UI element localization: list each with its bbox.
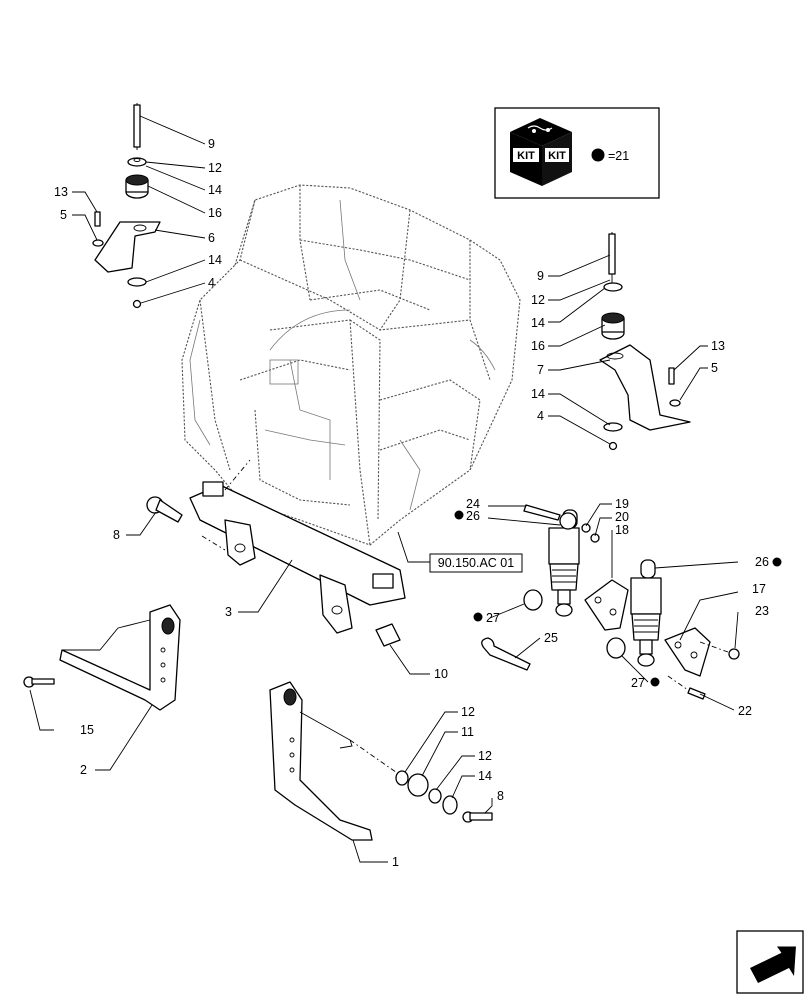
callout-8a: 8	[113, 528, 120, 542]
callout-19: 19	[615, 497, 629, 511]
kit-dot-27a	[473, 612, 483, 622]
callout-13a: 13	[54, 185, 68, 199]
callout-23: 23	[755, 604, 769, 618]
callout-14d: 14	[531, 387, 545, 401]
bracket-6	[94, 221, 161, 273]
reference-label[interactable]: 90.150.AC 01	[438, 556, 514, 570]
callout-7: 7	[537, 363, 544, 377]
callout-12a: 12	[208, 161, 222, 175]
kit-dot-26a	[454, 510, 464, 520]
pad-10	[375, 623, 401, 647]
front-bracket-1	[269, 681, 401, 841]
side-bracket-2	[23, 604, 181, 711]
callout-17: 17	[752, 582, 766, 596]
callout-4b: 4	[537, 409, 544, 423]
shock-absorber-left	[548, 509, 580, 617]
callout-12d: 12	[478, 749, 492, 763]
callout-8b: 8	[497, 789, 504, 803]
callout-16b: 16	[531, 339, 545, 353]
kit-text-right: KIT	[548, 150, 566, 162]
cab-outline	[181, 184, 521, 546]
callout-14a: 14	[208, 183, 222, 197]
washer-12	[127, 157, 147, 167]
kit-text-left: KIT	[517, 150, 535, 162]
callout-22: 22	[738, 704, 752, 718]
kit-dot-26b	[772, 557, 782, 567]
kit-legend: KIT KIT =21	[494, 107, 660, 199]
washer-5	[92, 239, 104, 247]
callout-27a: 27	[486, 611, 500, 625]
next-page-arrow-icon[interactable]	[736, 930, 804, 994]
callout-20: 20	[615, 510, 629, 524]
callout-26b: 26	[755, 555, 769, 569]
leader-lines	[29, 115, 739, 863]
kit-legend-text: =21	[608, 149, 629, 163]
callout-5b: 5	[711, 361, 718, 375]
callout-27b: 27	[631, 676, 645, 690]
left-upper-mount	[92, 103, 161, 309]
callout-4a: 4	[208, 276, 215, 290]
bushing-stack	[395, 770, 493, 823]
callout-10: 10	[434, 667, 448, 681]
callout-13b: 13	[711, 339, 725, 353]
callout-14c: 14	[531, 316, 545, 330]
shock-absorber-right	[630, 559, 662, 667]
bolt-9	[133, 104, 141, 148]
callout-9b: 9	[537, 269, 544, 283]
bolt-8a	[146, 496, 183, 523]
callout-25: 25	[544, 631, 558, 645]
bracket-7	[599, 344, 691, 431]
callout-16a: 16	[208, 206, 222, 220]
washer-14	[127, 277, 147, 287]
cross-member-3	[189, 459, 406, 634]
callout-11: 11	[461, 725, 474, 739]
callout-2: 2	[80, 763, 87, 777]
callout-26a: 26	[466, 509, 480, 523]
nut-4	[132, 299, 142, 309]
callout-15: 15	[80, 723, 94, 737]
kit-box-icon: KIT KIT	[510, 118, 572, 186]
callout-14b: 14	[208, 253, 222, 267]
callout-3: 3	[225, 605, 232, 619]
screw-13	[94, 211, 101, 227]
callout-12b: 12	[531, 293, 545, 307]
callout-5a: 5	[60, 208, 67, 222]
reference-box[interactable]: 90.150.AC 01	[429, 553, 523, 573]
callout-6: 6	[208, 231, 215, 245]
kit-dot-27b	[650, 677, 660, 687]
callout-1: 1	[392, 855, 399, 869]
bolt-9b	[608, 233, 616, 275]
callout-24: 24	[466, 497, 480, 511]
right-upper-mount	[599, 232, 691, 451]
callout-12c: 12	[461, 705, 475, 719]
kit-dot-icon	[591, 148, 605, 162]
callout-labels: 9 12 14 16 13 5 6 14 4 9 12 14 16 13 7 5…	[54, 137, 769, 869]
callout-18: 18	[615, 523, 629, 537]
callout-14e: 14	[478, 769, 492, 783]
callout-9a: 9	[208, 137, 215, 151]
shock-brackets	[481, 504, 740, 700]
